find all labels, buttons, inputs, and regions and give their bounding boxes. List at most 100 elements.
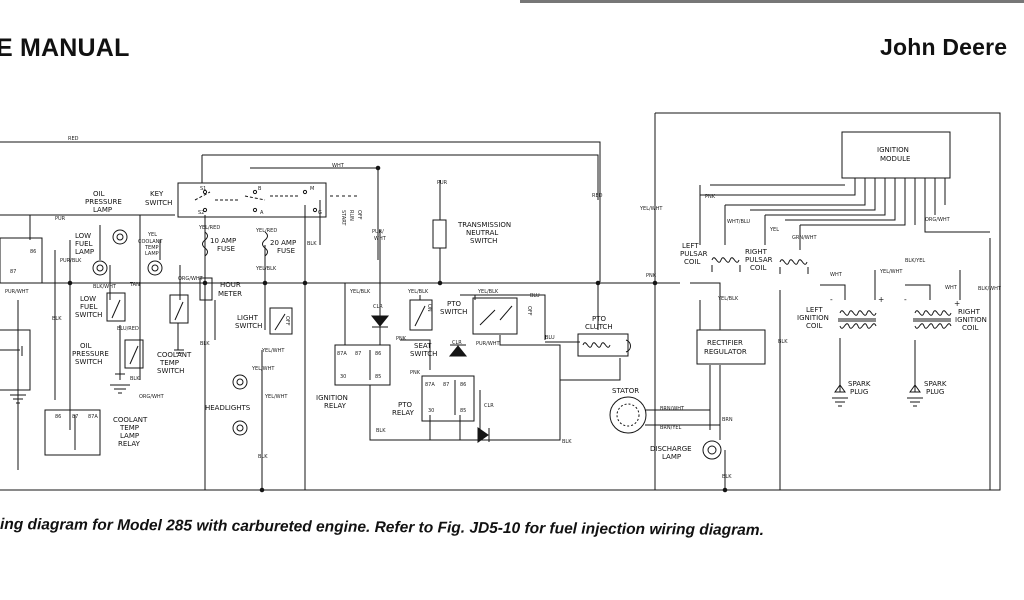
label-low-fuel-lamp-1: LOW: [75, 232, 91, 240]
terminal-labels: S1 S2 B A M G 87A 87 86 30 85 87A 87 86 …: [10, 186, 960, 420]
term-87-pto: 87: [443, 382, 449, 388]
label-key-switch-1: KEY: [150, 190, 164, 198]
wire-label-blk-low: BLK: [562, 439, 572, 445]
label-left-ign-coil-3: COIL: [806, 322, 822, 330]
scan-edge-line: [520, 0, 1024, 3]
wire-label-yel-wht: YEL/WHT: [261, 348, 285, 354]
label-spark-plug-left-1: SPARK: [848, 380, 871, 388]
wire-label-yel-blk-ign: YEL/BLK: [349, 289, 371, 295]
diode-symbols: [370, 315, 490, 443]
label-coolant-relay-2: TEMP: [119, 424, 139, 432]
label-spark-plug-left-2: PLUG: [850, 388, 868, 396]
label-hour-meter-2: METER: [218, 290, 242, 298]
label-low-fuel-lamp-2: FUEL: [75, 240, 93, 248]
label-headlights: HEADLIGHTS: [205, 404, 251, 412]
wire-label-pur: PUR: [55, 216, 66, 222]
label-coolant-relay-4: RELAY: [118, 440, 141, 448]
term-87-left: 87: [10, 269, 16, 275]
wire-label-wht-coil-r: WHT: [945, 285, 958, 291]
wire-label-blk-hour: BLK: [200, 341, 210, 347]
label-ignition-relay-2: RELAY: [324, 402, 347, 410]
label-low-fuel-switch-3: SWITCH: [75, 311, 102, 319]
term-b: B: [258, 186, 262, 192]
label-ignition-module-1: IGNITION: [877, 146, 909, 154]
wire-label-org-wht: ORG/WHT: [178, 276, 204, 282]
label-seat-switch-2: SWITCH: [410, 350, 437, 358]
term-87a-cool: 87A: [88, 414, 98, 420]
wire-label-yel-mod: YEL: [769, 227, 779, 233]
term-minus-left: -: [830, 295, 833, 304]
wire-label-blk-left: BLK: [52, 316, 62, 322]
label-fuse-20-2: FUSE: [277, 247, 295, 255]
label-pto-clutch-2: CLUTCH: [585, 323, 613, 331]
label-rectifier-2: REGULATOR: [704, 348, 747, 356]
label-discharge-lamp-1: DISCHARGE: [650, 445, 692, 453]
term-86-pto: 86: [460, 382, 466, 388]
term-87-ign: 87: [355, 351, 361, 357]
ignition-coils: [838, 310, 952, 329]
label-left-pulsar-2: PULSAR: [680, 250, 708, 258]
wire-label-blk-wht: BLK/WHT: [93, 284, 117, 290]
label-spark-plug-right-2: PLUG: [926, 388, 944, 396]
wire-label-yel-red-2: YEL/RED: [255, 228, 277, 234]
label-transmission-switch-2: NEUTRAL: [466, 229, 498, 237]
label-seat-switch-1: SEAT: [414, 342, 432, 350]
ground-symbols: [10, 384, 130, 404]
label-pto-switch-1: PTO: [447, 300, 461, 308]
wire-label-pnk-mod: PNK: [705, 194, 716, 200]
wire-label-grn-wht: GRN/WHT: [792, 235, 817, 241]
wire-label-red-top: RED: [68, 136, 79, 142]
label-fuse-10-2: FUSE: [217, 245, 235, 253]
wire-label-wht: WHT: [332, 163, 345, 169]
key-switch: [177, 182, 360, 218]
label-right-ign-coil-3: COIL: [962, 324, 978, 332]
wire-label-yel-wht-coil: YEL/WHT: [879, 269, 903, 275]
term-off-pto: OFF: [526, 306, 532, 316]
wire-label-yel-blk-seat: YEL/BLK: [407, 289, 429, 295]
wire-label-pnk-2: PNK: [410, 370, 421, 376]
label-spark-plug-right-1: SPARK: [924, 380, 947, 388]
wire-label-brn-yel: BRN/YEL: [660, 425, 682, 431]
label-pto-relay-2: RELAY: [392, 409, 415, 417]
wire-label-pur-blk: PUR/BLK: [60, 258, 82, 264]
pto-clutch-symbol: [577, 333, 631, 357]
term-87a-pto: 87A: [425, 382, 435, 388]
label-fuse-10-1: 10 AMP: [210, 237, 236, 245]
wire-label-blk-relay: BLK: [376, 428, 386, 434]
label-discharge-lamp-2: LAMP: [662, 453, 681, 461]
fuse-symbols: [202, 231, 268, 257]
label-left-pulsar-3: COIL: [684, 258, 700, 266]
term-85-ign: 85: [375, 374, 381, 380]
label-rectifier-1: RECTIFIER: [707, 339, 743, 347]
ignition-module-box: [841, 131, 951, 179]
term-87-cool: 87: [72, 414, 78, 420]
wire-label-yel: YEL: [147, 232, 157, 238]
label-transmission-switch-3: SWITCH: [470, 237, 497, 245]
wire-label-pur-trans: PUR: [437, 180, 448, 186]
term-g: G: [318, 210, 322, 216]
lamp-symbols: [92, 229, 722, 460]
label-light-switch-2: SWITCH: [235, 322, 262, 330]
term-run: RUN: [348, 210, 354, 221]
label-key-switch-2: SWITCH: [145, 199, 172, 207]
wire-label-yel-wht-2: YEL/WHT: [251, 366, 275, 372]
term-30-pto: 30: [428, 408, 434, 414]
switch-symbols: [106, 219, 518, 380]
term-minus-right: -: [904, 295, 907, 304]
manual-title: E MANUAL: [0, 34, 130, 62]
label-coolant-temp-lamp-3: LAMP: [145, 251, 159, 257]
wire-label-pur-slash: PUR/: [372, 229, 384, 235]
wire-label-wht-2: WHT: [374, 236, 387, 242]
wire-label-wht-coil: WHT: [830, 272, 843, 278]
label-coolant-temp-lamp-1: COOLANT: [138, 239, 163, 245]
wire-label-wht-blu: WHT/BLU: [727, 219, 750, 225]
label-right-pulsar-2: PULSAR: [745, 256, 773, 264]
wire-label-pnk: PNK: [396, 336, 407, 342]
wire-label-brn: BRN: [722, 417, 733, 423]
wire-label-blk-head: BLK: [258, 454, 268, 460]
wire-label-blk-rect: BLK: [778, 339, 788, 345]
term-s1: S1: [200, 186, 206, 192]
wire-label-blk-yel: BLK/YEL: [905, 258, 925, 264]
label-left-ign-coil-2: IGNITION: [797, 314, 829, 322]
